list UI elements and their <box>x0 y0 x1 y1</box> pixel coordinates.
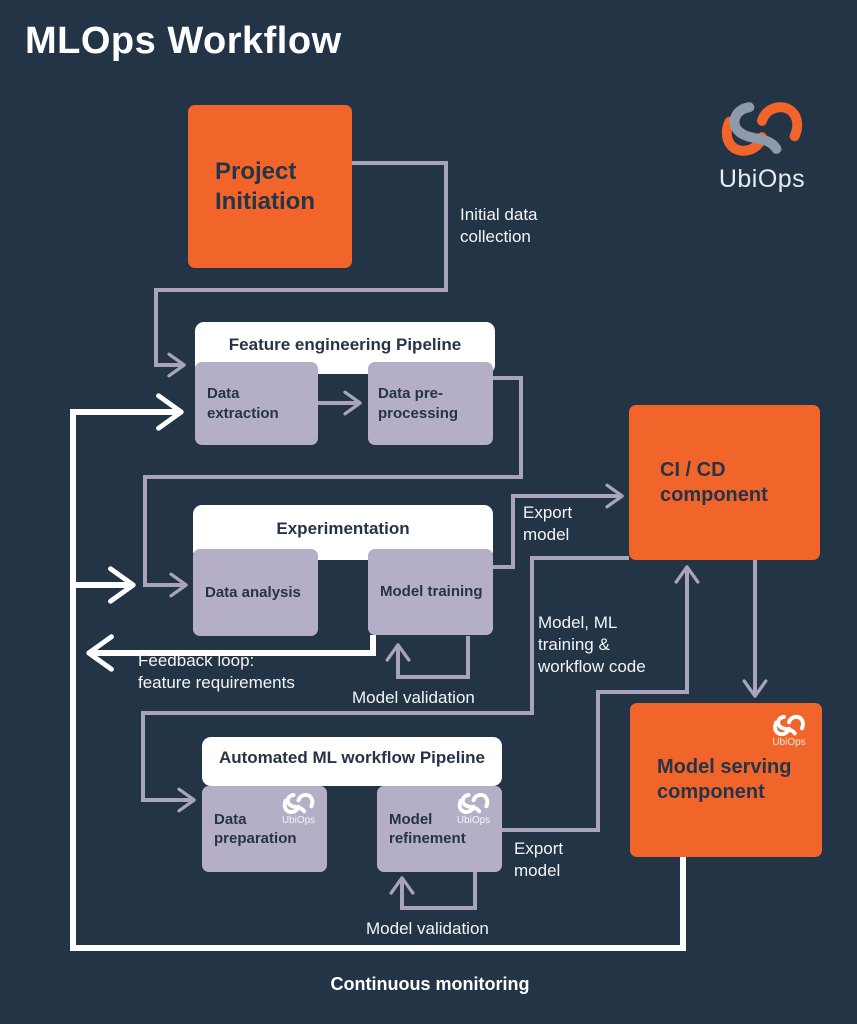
step-model-training: Model training <box>368 549 493 635</box>
node-cicd-component-label: CI / CD component <box>660 458 768 506</box>
ubiops-badge-model-serving: UbiOps <box>770 714 808 748</box>
step-data-preprocessing-label: Data pre-processing <box>378 385 459 422</box>
label-model-validation-experimentation: Model validation <box>352 688 475 707</box>
ubiops-logo: UbiOps <box>712 100 812 194</box>
step-model-refinement-label: Model refinement <box>389 810 466 848</box>
step-data-preparation: Data preparation UbiOps <box>202 786 327 872</box>
step-data-preprocessing: Data pre-processing <box>368 362 493 445</box>
node-model-serving-component: Model serving component UbiOps <box>630 703 822 857</box>
step-data-analysis: Data analysis <box>193 549 318 636</box>
step-data-extraction: Data extraction <box>195 362 318 445</box>
edge-preprocessing-to-data-analysis <box>143 376 523 598</box>
step-data-extraction-label: Data extraction <box>207 385 279 422</box>
edge-continuous-monitoring-loop <box>70 393 686 951</box>
step-model-training-label: Model training <box>380 583 483 601</box>
edge-model-training-to-cicd <box>493 483 624 569</box>
edge-model-validation-loop-automated <box>389 872 477 910</box>
edge-project-to-data-extraction <box>154 161 448 378</box>
label-export-model-top: Export model <box>523 503 573 545</box>
node-model-serving-component-label: Model serving component <box>657 756 792 803</box>
node-cicd-component: CI / CD component <box>629 405 820 560</box>
step-model-refinement: Model refinement UbiOps <box>377 786 502 872</box>
edge-model-refinement-to-cicd <box>502 565 700 832</box>
label-initial-data-collection: Initial data collection <box>460 205 538 247</box>
label-model-ml-training-workflow-code: Model, ML training & workflow code <box>538 613 646 677</box>
step-data-analysis-label: Data analysis <box>205 583 301 601</box>
ubiops-logo-icon <box>721 102 803 156</box>
pipeline-automated-ml-workflow: Automated ML workflow Pipeline <box>202 737 502 786</box>
pipeline-feature-engineering-title: Feature engineering Pipeline <box>228 334 462 354</box>
ubiops-badge-model-refinement: UbiOps <box>455 792 492 826</box>
node-project-initiation-label: Project Initiation <box>215 157 315 215</box>
edge-cicd-to-data-preparation <box>141 556 629 813</box>
ubiops-badge-icon <box>282 793 315 814</box>
ubiops-badge-icon <box>457 793 490 814</box>
label-feedback-loop: Feedback loop: feature requirements <box>138 651 295 693</box>
step-data-preparation-label: Data preparation <box>214 810 297 848</box>
ubiops-logo-text: UbiOps <box>718 165 806 193</box>
ubiops-badge-text: UbiOps <box>772 737 806 748</box>
edge-model-validation-loop-experimentation <box>385 636 470 679</box>
page-title: MLOps Workflow <box>25 20 342 62</box>
ubiops-badge-data-preparation: UbiOps <box>280 792 317 826</box>
label-continuous-monitoring: Continuous monitoring <box>330 974 530 994</box>
label-export-model-bottom: Export model <box>514 839 564 881</box>
ubiops-badge-icon <box>773 714 805 737</box>
node-project-initiation: Project Initiation <box>188 105 352 268</box>
edge-feedback-loop <box>86 634 376 672</box>
label-model-validation-automated: Model validation <box>366 919 489 938</box>
pipeline-automated-ml-workflow-title: Automated ML workflow Pipeline <box>218 748 486 768</box>
pipeline-experimentation-title: Experimentation <box>276 519 410 539</box>
ubiops-badge-text: UbiOps <box>281 815 316 826</box>
ubiops-badge-text: UbiOps <box>456 815 491 826</box>
